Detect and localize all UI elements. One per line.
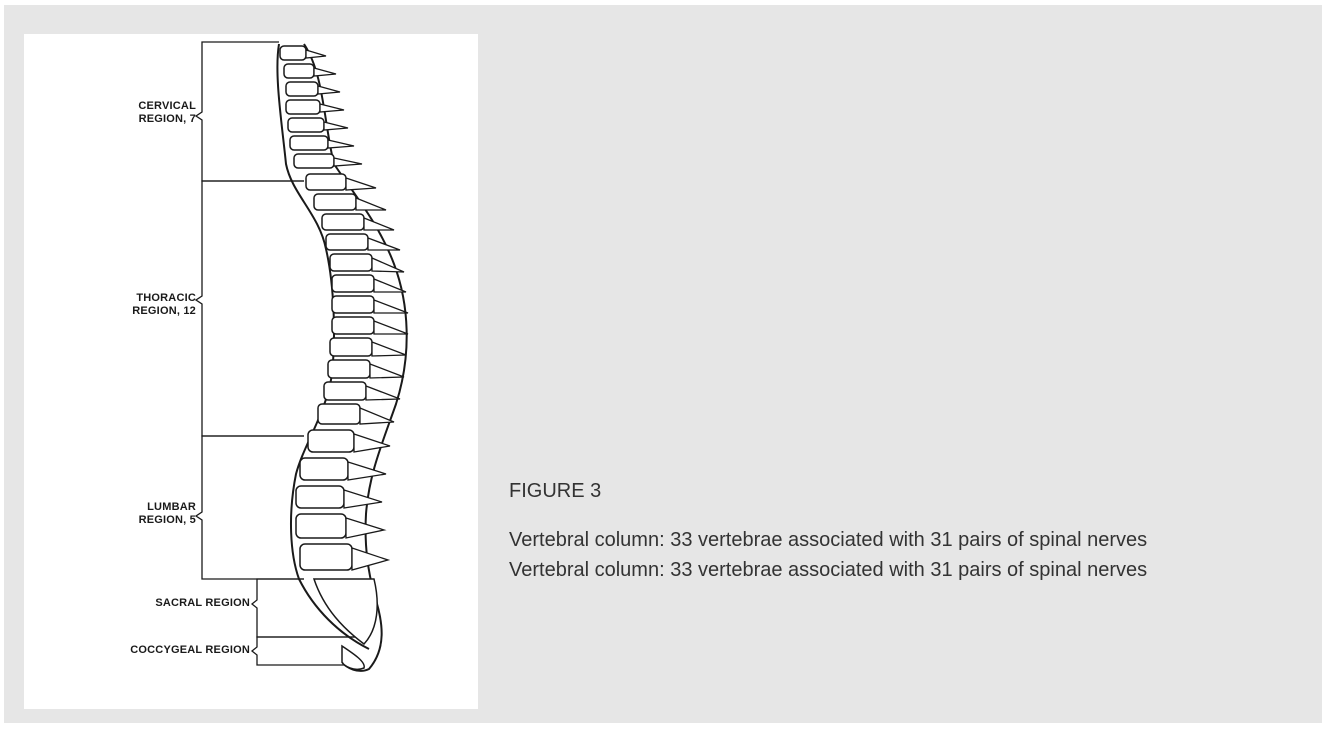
thoracic-label-line1: THORACIC [104, 292, 196, 305]
lumbar-label: LUMBAR REGION, 5 [104, 501, 196, 527]
lumbar-label-line1: LUMBAR [104, 501, 196, 514]
caption-text-1: Vertebral column: 33 vertebrae associate… [509, 525, 1309, 555]
thoracic-bracket [196, 181, 304, 436]
thoracic-label: THORACIC REGION, 12 [104, 292, 196, 318]
sacral-label: SACRAL REGION [104, 597, 250, 610]
figure-number: FIGURE 3 [509, 479, 1309, 503]
figure-panel: CERVICAL REGION, 7 THORACIC REGION, 12 L… [4, 5, 1322, 723]
thoracic-label-line2: REGION, 12 [104, 305, 196, 318]
coccygeal-label-line1: COCCYGEAL REGION [84, 644, 250, 657]
spine-drawing [24, 34, 478, 709]
spine-illustration: CERVICAL REGION, 7 THORACIC REGION, 12 L… [24, 34, 478, 709]
lumbar-bracket [196, 436, 304, 579]
sacral-label-line1: SACRAL REGION [104, 597, 250, 610]
figure-caption: FIGURE 3 Vertebral column: 33 vertebrae … [509, 479, 1309, 585]
caption-text-2: Vertebral column: 33 vertebrae associate… [509, 555, 1309, 585]
coccygeal-label: COCCYGEAL REGION [84, 644, 250, 657]
cervical-label: CERVICAL REGION, 7 [104, 100, 196, 126]
lumbar-label-line2: REGION, 5 [104, 514, 196, 527]
cervical-label-line2: REGION, 7 [104, 113, 196, 126]
cervical-label-line1: CERVICAL [104, 100, 196, 113]
